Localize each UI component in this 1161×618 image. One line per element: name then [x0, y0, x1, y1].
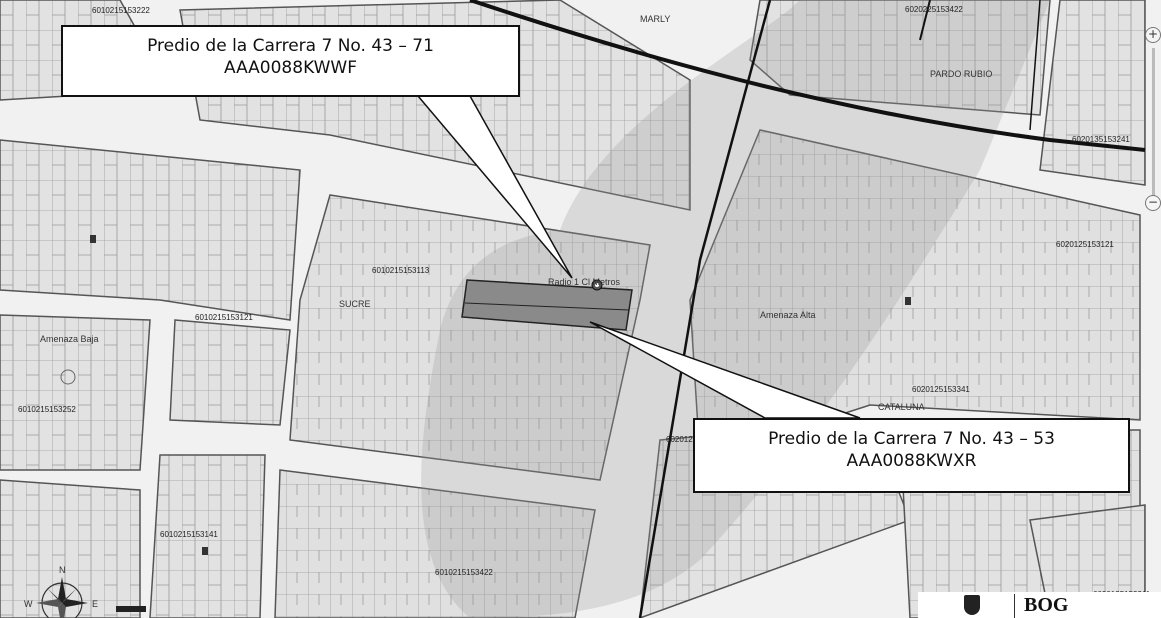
- parcel-division-line: [464, 302, 630, 311]
- parcel-code: 6010215153113: [372, 266, 430, 275]
- roundabout-icon: [60, 369, 76, 385]
- parcel-code: 6020125153341: [912, 385, 970, 394]
- callout-bottom-address: Predio de la Carrera 7 No. 43 – 53: [768, 429, 1055, 449]
- parcel-code: 6020225153422: [905, 5, 963, 14]
- zoom-in-button[interactable]: +: [1145, 27, 1161, 43]
- parcel-code: 6010215153121: [195, 313, 253, 322]
- callout-bottom-code: AAA0088KWXR: [846, 451, 977, 471]
- parcel-code: 6020125153121: [1056, 240, 1114, 249]
- parcel-code: 6010215153422: [435, 568, 493, 577]
- place-name: MARLY: [640, 14, 670, 24]
- railway-lines: [469, 0, 1146, 618]
- hazard-zone: [421, 0, 1051, 618]
- zoom-out-button[interactable]: −: [1145, 195, 1161, 211]
- highlighted-parcel[interactable]: [461, 279, 633, 331]
- bogota-logo: BOG: [1024, 594, 1069, 616]
- hazard-label: Amenaza Baja: [40, 334, 99, 344]
- coat-of-arms-icon: [964, 595, 980, 615]
- compass-rose-icon: N W E: [24, 565, 98, 618]
- callout-bottom: Predio de la Carrera 7 No. 43 – 53 AAA00…: [693, 418, 1130, 493]
- callout-top-address: Predio de la Carrera 7 No. 43 – 71: [147, 36, 434, 56]
- compass-n: N: [59, 565, 66, 575]
- location-marker-icon[interactable]: [591, 279, 603, 291]
- radius-label: Radio 1 Cl Metros: [548, 277, 621, 287]
- parcel-code: 6010215153141: [160, 530, 218, 539]
- callout-top-code: AAA0088KWWF: [223, 58, 358, 78]
- compass-w: W: [24, 599, 33, 609]
- scale-bar: [116, 606, 146, 612]
- place-name: SUCRE: [339, 299, 371, 309]
- compass-e: E: [92, 599, 98, 609]
- zoom-slider[interactable]: [1152, 48, 1155, 198]
- hazard-label: Amenaza Alta: [760, 310, 816, 320]
- place-name: CATALUNA: [878, 402, 925, 412]
- logo-divider: [1014, 594, 1015, 618]
- building-icons: [90, 235, 911, 555]
- logo-area: BOG: [918, 592, 1161, 618]
- parcel-code: 6010215153252: [18, 405, 76, 414]
- parcel-code: 6020135153241: [1072, 135, 1130, 144]
- parcel-code: 6010215153222: [92, 6, 150, 15]
- place-name: PARDO RUBIO: [930, 69, 992, 79]
- parcel-code: 602012: [666, 435, 693, 444]
- callout-top: Predio de la Carrera 7 No. 43 – 71 AAA00…: [61, 25, 520, 97]
